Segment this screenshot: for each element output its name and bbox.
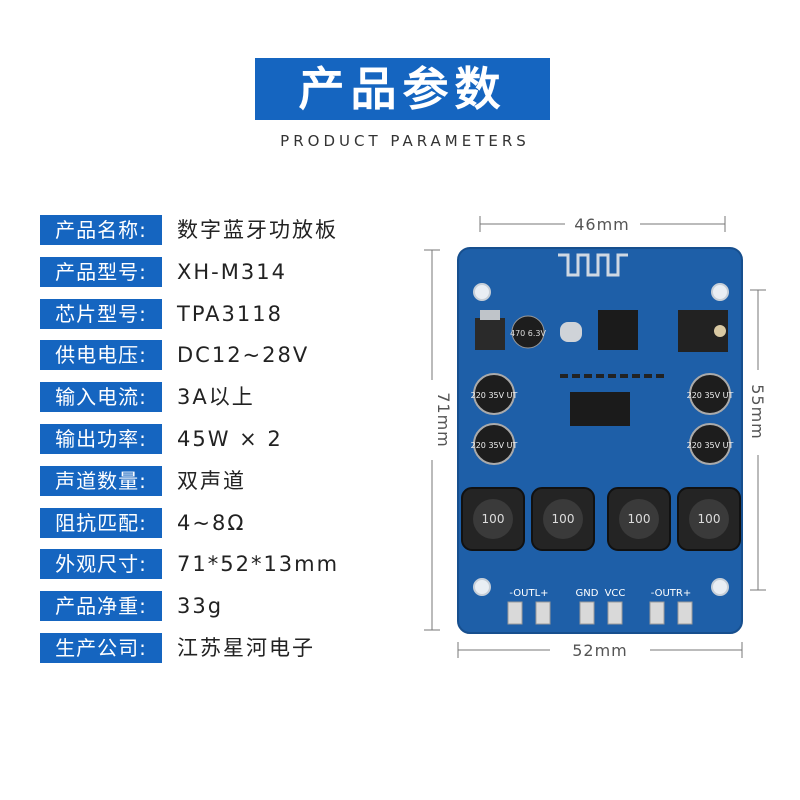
- spec-value: 3A以上: [177, 385, 255, 409]
- spec-value: 双声道: [177, 469, 246, 493]
- spec-label: 外观尺寸:: [40, 549, 162, 579]
- small-capacitor-label: 470 6.3V: [510, 329, 547, 338]
- spec-value: 数字蓝牙功放板: [177, 218, 338, 242]
- regulator-chip: [475, 318, 505, 350]
- bluetooth-chip: [598, 310, 638, 350]
- inductor-label: 100: [482, 512, 505, 526]
- spec-label: 生产公司:: [40, 633, 162, 663]
- dimension-lines: [424, 216, 766, 658]
- capacitor-label: 220 35V UT: [687, 441, 734, 450]
- antenna-trace: [558, 253, 628, 277]
- spec-value: 江苏星河电子: [177, 636, 315, 660]
- board-figure: 46mm 71mm 55mm 52mm 470 6.3V: [410, 210, 790, 670]
- spec-label: 产品型号:: [40, 257, 162, 287]
- spec-value: 45W × 2: [177, 427, 283, 451]
- spec-label: 输入电流:: [40, 382, 162, 412]
- small-capacitor: [511, 315, 545, 349]
- spec-value: DC12~28V: [177, 343, 310, 367]
- spec-label: 输出功率:: [40, 424, 162, 454]
- spec-value: XH-M314: [177, 260, 287, 284]
- spec-label: 阻抗匹配:: [40, 508, 162, 538]
- spec-value: 71*52*13mm: [177, 552, 340, 576]
- capacitor-label: 220 35V UT: [471, 391, 518, 400]
- amplifier-chip: [570, 392, 630, 426]
- terminal-pads: [507, 601, 693, 625]
- dim-left: 71mm: [434, 392, 453, 448]
- capacitor-label: 220 35V UT: [471, 441, 518, 450]
- terminal-label-vcc: VCC: [605, 588, 626, 599]
- dim-right: 55mm: [748, 384, 767, 440]
- crystal: [560, 322, 582, 342]
- spec-value: TPA3118: [177, 302, 283, 326]
- audio-jack-port: [714, 325, 726, 337]
- spec-label: 声道数量:: [40, 466, 162, 496]
- capacitor-group: [473, 373, 731, 465]
- spec-label: 供电电压:: [40, 340, 162, 370]
- mounting-holes: [473, 283, 729, 596]
- spec-value: 4~8Ω: [177, 511, 246, 535]
- dim-top: 46mm: [574, 215, 630, 234]
- spec-value: 33g: [177, 594, 224, 618]
- page-title: 产品参数: [255, 58, 550, 120]
- resistor-array: [560, 374, 664, 378]
- inductor-label: 100: [552, 512, 575, 526]
- capacitor-label: 220 35V UT: [687, 391, 734, 400]
- terminal-label-gnd: GND: [576, 588, 599, 599]
- terminal-label-outl: -OUTL+: [509, 588, 548, 599]
- inductor-cores: [473, 499, 729, 539]
- board-svg: 46mm 71mm 55mm 52mm 470 6.3V: [424, 215, 767, 660]
- dim-bottom: 52mm: [572, 641, 628, 660]
- spec-label: 产品净重:: [40, 591, 162, 621]
- regulator-tab: [480, 310, 500, 320]
- inductor-label: 100: [698, 512, 721, 526]
- terminal-label-outr: -OUTR+: [651, 588, 692, 599]
- spec-label: 芯片型号:: [40, 299, 162, 329]
- page-subtitle: PRODUCT PARAMETERS: [280, 132, 530, 150]
- inductor-label: 100: [628, 512, 651, 526]
- spec-label: 产品名称:: [40, 215, 162, 245]
